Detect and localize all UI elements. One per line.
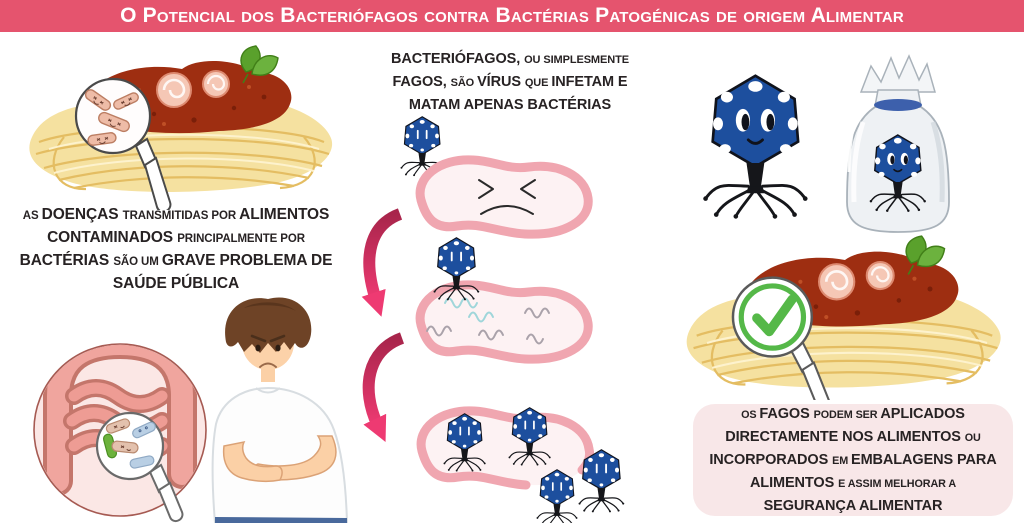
- magnifier-gut-bacteria-icon: [95, 411, 184, 523]
- checkmark-icon: [752, 294, 797, 337]
- phage-mascot-icon: [701, 74, 809, 221]
- cycle-arrow-1: [361, 208, 403, 317]
- phage-mascot-illustration: [701, 74, 809, 221]
- intestine-inset: [33, 343, 207, 523]
- bacterium-angry: [420, 160, 588, 234]
- safe-spaghetti-illustration: [685, 234, 1002, 400]
- bacterium-lysing: [416, 406, 626, 523]
- solution-text: OS FAGOS PODEM SER APLICADOS DIRECTAMENT…: [709, 406, 997, 514]
- intro-text: BACTERIÓFAGOS, OU SIMPLESMENTE FAGOS, SÃ…: [391, 51, 629, 113]
- phage-cycle-diagram: [361, 115, 626, 523]
- title-bar: O Potencial dos Bacteriófagos contra Bac…: [0, 0, 1024, 32]
- plastic-bag-icon: [846, 54, 950, 233]
- solution-box: OS FAGOS PODEM SER APLICADOS DIRECTAMENT…: [693, 404, 1013, 516]
- magnifier-bacteria-icon: [74, 77, 172, 210]
- cycle-arrow-2: [362, 332, 405, 442]
- contaminated-spaghetti-illustration: [28, 44, 334, 210]
- magnifier-checkmark-icon: [731, 276, 830, 400]
- phage-in-packaging-illustration: [846, 54, 950, 233]
- angry-bacteria-rods: [84, 89, 139, 146]
- sick-boy: [211, 297, 349, 523]
- page-title: O Potencial dos Bacteriófagos contra Bac…: [120, 4, 904, 27]
- bacterium-infected: [420, 236, 588, 359]
- problem-text: AS DOENÇAS TRANSMITIDAS POR ALIMENTOS CO…: [19, 206, 333, 292]
- sick-boy-scene: [33, 297, 349, 523]
